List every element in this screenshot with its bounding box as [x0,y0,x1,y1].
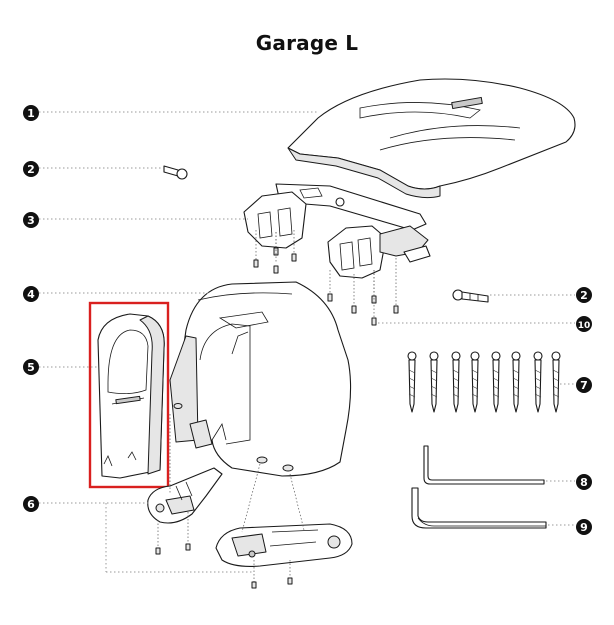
part-hex-key-small[interactable] [423,445,545,485]
svg-text:7: 7 [580,379,588,392]
part-pin-left[interactable] [163,165,188,180]
svg-text:2: 2 [27,163,35,176]
part-stakes[interactable] [407,351,561,413]
callout-1: 1 [23,105,39,121]
callout-7: 7 [576,377,592,393]
svg-text:9: 9 [580,521,588,534]
highlight-box [88,301,170,489]
svg-text:2: 2 [580,289,588,302]
svg-text:6: 6 [27,498,35,511]
part-side-panel[interactable] [97,313,165,479]
part-body-shell[interactable] [169,281,352,477]
svg-text:3: 3 [27,214,35,227]
part-pin-right[interactable] [452,289,489,303]
part-hex-key-large[interactable] [411,487,547,529]
callout-9: 9 [576,519,592,535]
svg-text:8: 8 [580,476,588,489]
callout-2-left: 2 [23,161,39,177]
callout-2-right: 2 [576,287,592,303]
svg-text:1: 1 [27,107,35,120]
callout-6: 6 [23,496,39,512]
svg-text:4: 4 [27,288,35,301]
part-base-plate-right[interactable] [215,523,353,567]
callout-5: 5 [23,359,39,375]
part-roof-cover[interactable] [287,78,576,199]
part-base-plate-left[interactable] [147,467,223,524]
svg-text:5: 5 [27,361,35,374]
part-frame[interactable] [243,183,431,279]
callout-3: 3 [23,212,39,228]
svg-text:10: 10 [578,321,591,331]
callout-4: 4 [23,286,39,302]
callout-10: 10 [576,316,592,332]
callout-8: 8 [576,474,592,490]
frame-screws [253,230,399,326]
diagram-title: Garage L [255,31,359,55]
